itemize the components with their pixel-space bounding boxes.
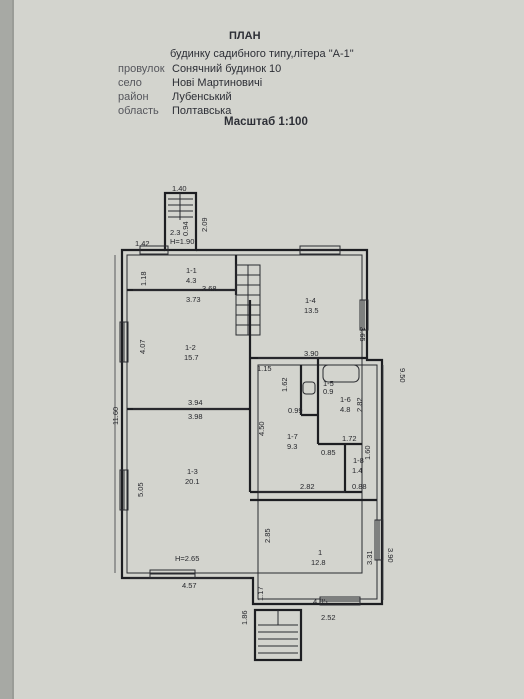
svg-text:1.42: 1.42: [135, 239, 150, 248]
room-id-1-1: 1-1: [186, 266, 197, 275]
address-label-lane: провулок: [118, 63, 165, 75]
room-area-1-7: 9.3: [287, 442, 297, 451]
svg-text:1.62: 1.62: [280, 377, 289, 392]
svg-text:3.65: 3.65: [358, 327, 367, 342]
room-id-1-8: 1-8: [353, 456, 364, 465]
svg-text:2.85: 2.85: [263, 528, 272, 543]
svg-text:2.3: 2.3: [170, 228, 180, 237]
room-area-1-3: 20.1: [185, 477, 200, 486]
room-id-1-5: 1-5: [323, 379, 334, 388]
plan-title: ПЛАН: [229, 30, 261, 42]
page-fold-shadow: [12, 0, 14, 699]
room-area-1-8: 1.4: [352, 466, 362, 475]
dimension-lines: [114, 255, 384, 600]
room-id-1-4: 1-4: [305, 296, 316, 305]
svg-text:2.82: 2.82: [300, 482, 315, 491]
room-id-1-2: 1-2: [185, 343, 196, 352]
address-label-region: область: [118, 105, 159, 117]
room-id-1-6: 1-6: [340, 395, 351, 404]
windows: [119, 245, 384, 606]
room-height-1-3: H=2.65: [175, 554, 199, 563]
room-area-1-6: 4.8: [340, 405, 350, 414]
porch-height: H=1.90: [170, 237, 194, 246]
svg-text:3.73: 3.73: [186, 295, 201, 304]
outer-walls: [120, 248, 384, 606]
svg-text:9.50: 9.50: [398, 368, 407, 383]
room-id-1-7: 1-7: [287, 432, 298, 441]
interior-walls: [127, 255, 377, 502]
svg-text:1.60: 1.60: [363, 445, 372, 460]
svg-text:1.15: 1.15: [257, 364, 272, 373]
room-area-1-2: 15.7: [184, 353, 199, 362]
room-id-1: 1: [318, 548, 322, 557]
svg-text:4.05: 4.05: [313, 597, 328, 606]
address-value-lane: Сонячний будинок 10: [172, 63, 282, 75]
porch-top: [163, 191, 198, 252]
room-area-1-5: 0.9: [323, 387, 333, 396]
address-label-district: район: [118, 91, 149, 103]
svg-text:4.57: 4.57: [182, 581, 197, 590]
address-value-village: Нові Мартиновичі: [172, 77, 263, 89]
svg-text:1.18: 1.18: [139, 271, 148, 286]
svg-text:0.88: 0.88: [352, 482, 367, 491]
plan-subtitle: будинку садибного типу,літера "А-1": [170, 48, 354, 60]
svg-text:2.52: 2.52: [321, 613, 336, 622]
address-value-region: Полтавська: [172, 105, 232, 117]
document-sheet: [12, 0, 524, 699]
svg-text:4.50: 4.50: [257, 421, 266, 436]
svg-text:2.09: 2.09: [200, 217, 209, 232]
svg-text:5.05: 5.05: [136, 482, 145, 497]
address-value-district: Лубенський: [172, 91, 232, 103]
room-area-1-4: 13.5: [304, 306, 319, 315]
svg-text:0.94: 0.94: [181, 221, 190, 236]
svg-text:3.90: 3.90: [386, 548, 395, 563]
svg-text:3.90: 3.90: [304, 349, 319, 358]
svg-text:4.07: 4.07: [138, 339, 147, 354]
svg-text:3.68: 3.68: [202, 284, 217, 293]
svg-text:1.17: 1.17: [256, 586, 265, 601]
svg-text:1.86: 1.86: [240, 610, 249, 625]
room-id-1-3: 1-3: [187, 467, 198, 476]
svg-text:11.60: 11.60: [111, 407, 120, 425]
room-area-1-1: 4.3: [186, 276, 196, 285]
plan-scale: Масштаб 1:100: [224, 116, 308, 128]
address-label-village: село: [118, 77, 142, 89]
svg-text:0.85: 0.85: [321, 448, 336, 457]
svg-text:3.98: 3.98: [188, 412, 203, 421]
svg-text:1.40: 1.40: [172, 184, 187, 193]
svg-text:2.82: 2.82: [355, 397, 364, 412]
svg-text:3.94: 3.94: [188, 398, 203, 407]
room-area-1: 12.8: [311, 558, 326, 567]
porch-bottom: [253, 608, 303, 662]
dimension-labels: 1.40 0.94 2.09 2.3 1.42 1.18 3.68 3.73 3…: [111, 184, 407, 625]
svg-text:1.72: 1.72: [342, 434, 357, 443]
svg-text:3.31: 3.31: [365, 550, 374, 565]
svg-text:0.99: 0.99: [288, 406, 303, 415]
